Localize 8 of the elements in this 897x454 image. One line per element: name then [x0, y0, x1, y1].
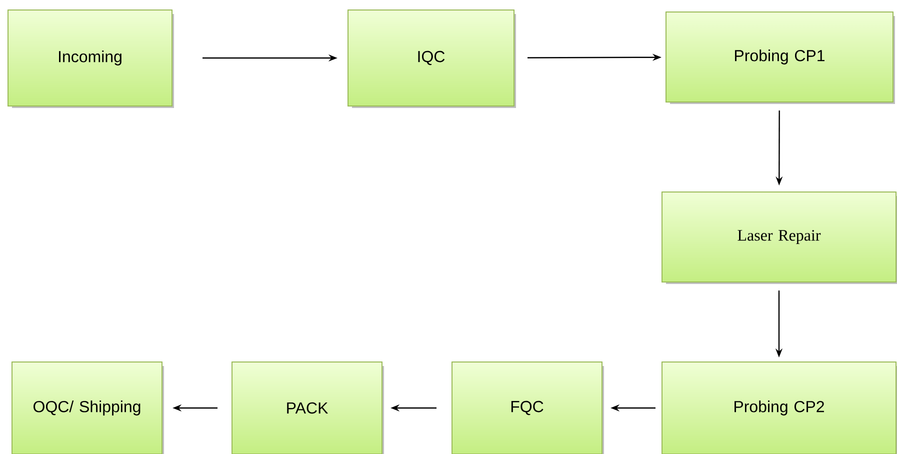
process-box: OQC/ Shipping	[12, 362, 164, 454]
process-box: PACK	[232, 362, 384, 454]
process-box: IQC	[348, 10, 516, 108]
process-box: Incoming	[8, 10, 174, 108]
process-box: Probing CP2	[662, 362, 897, 454]
process-box: FQC	[452, 362, 604, 454]
process-box: Laser Repair	[662, 192, 897, 284]
process-box: Probing CP1	[666, 12, 895, 104]
